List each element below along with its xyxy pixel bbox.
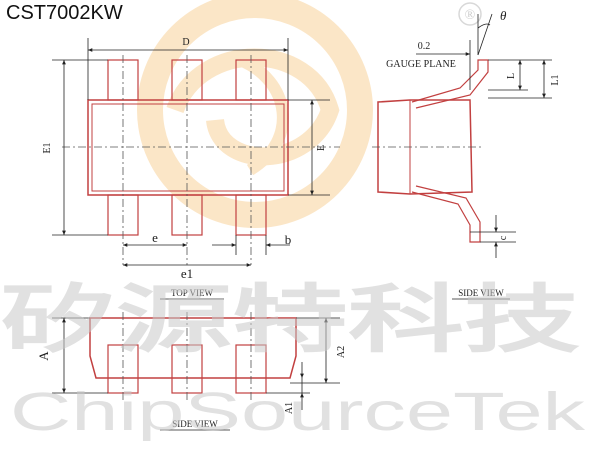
top-lead-profile [411,59,489,109]
dim-L [488,59,528,91]
dim-c [470,215,516,258]
text-watermark: 矽源特科技 ChipSourceTek [0,277,587,442]
label-gauge-plane: GAUGE PLANE [386,59,456,70]
label-E1: E1 [42,142,53,153]
logo-watermark-icon [137,0,373,228]
label-gauge-value: 0.2 [418,41,431,52]
top-view: D E1 E e e1 [42,37,340,300]
dim-A1 [266,362,310,410]
svg-text:®: ® [465,8,476,23]
watermark-chinese: 矽源特科技 [0,277,580,363]
dim-E1 [52,59,108,236]
label-E: E [316,145,327,151]
label-theta: θ [500,8,507,23]
side-view-right-title: SIDE VIEW [458,288,504,298]
label-D: D [182,37,189,48]
label-L: L [506,73,517,79]
dim-E [288,99,330,196]
top-view-title: TOP VIEW [171,288,214,298]
side-view-bottom: A A2 A1 SIDE VIEW [36,312,347,431]
part-number-title: CST7002KW [6,2,123,24]
label-L1: L1 [550,74,561,85]
label-A1: A1 [284,402,295,414]
top-view-body-inner [91,103,285,192]
label-c: c [498,235,509,240]
dim-b [212,235,290,255]
dim-L1 [488,59,552,99]
dim-A2 [290,317,340,384]
registered-mark-icon: ® [458,2,482,26]
side-view-bottom-title: SIDE VIEW [172,419,218,429]
label-b: b [285,232,292,247]
top-view-centerlines [62,55,340,265]
label-A2: A2 [336,346,347,358]
dim-D [87,38,289,100]
bottom-lead-profile [411,185,481,243]
side-view-right: 0.2 GAUGE PLANE θ L L1 [372,8,561,300]
dim-A [52,317,108,394]
label-A: A [36,351,51,361]
label-e: e [152,230,158,245]
watermark-english: ChipSourceTek [10,382,587,442]
label-e1: e1 [181,266,193,281]
